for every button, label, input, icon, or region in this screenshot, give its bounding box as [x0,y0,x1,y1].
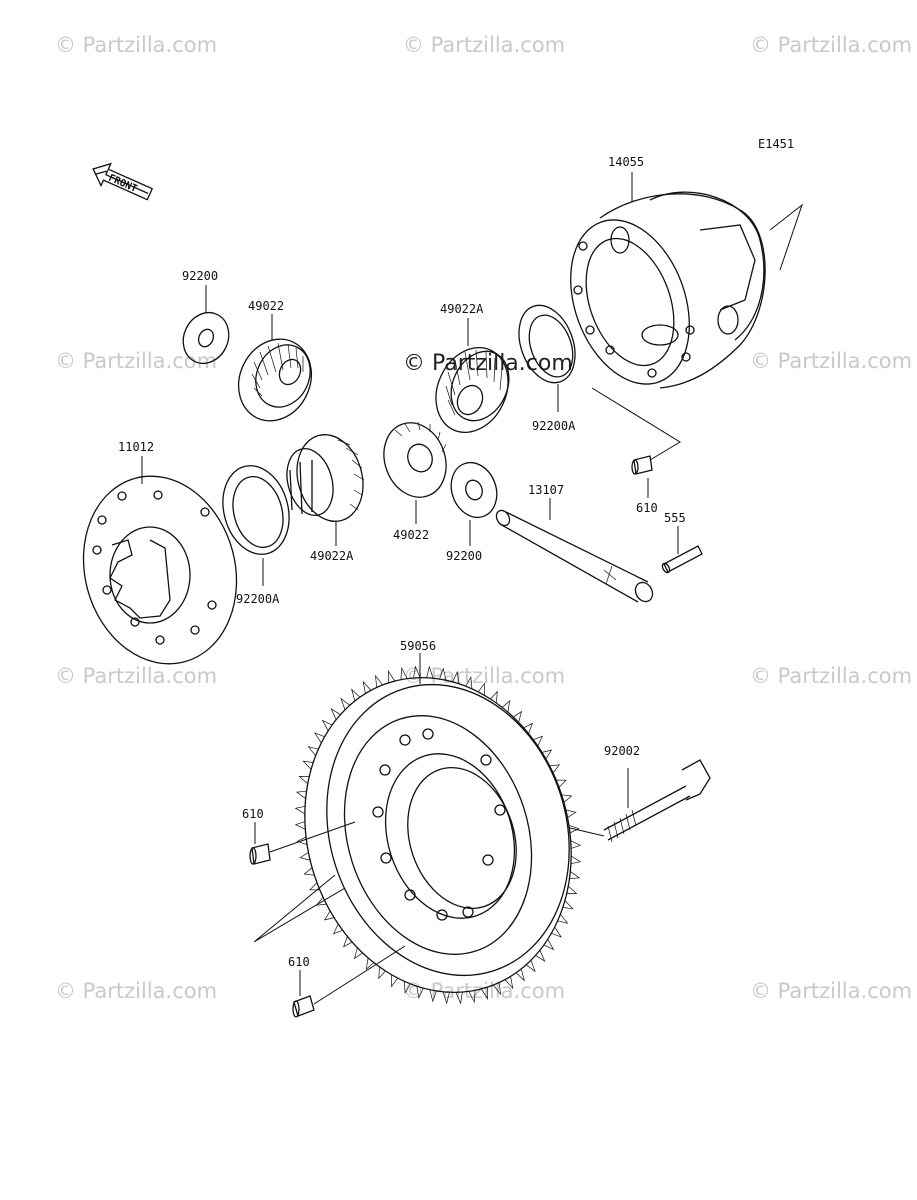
watermark-grid: © Partzilla.com © Partzilla.com © Partzi… [55,33,912,1003]
callout-92200A-right: 92200A [532,419,576,433]
callout-92002: 92002 [604,744,640,758]
callout-13107: 13107 [528,483,564,497]
callout-59056: 59056 [400,639,436,653]
part-92002-bolt [569,759,711,843]
callout-49022-top: 49022 [248,299,284,313]
watermark: © Partzilla.com [55,664,217,688]
callout-49022-mid: 49022 [393,528,429,542]
callout-92200-top: 92200 [182,269,218,283]
callout-92200A-left: 92200A [236,592,280,606]
watermark: © Partzilla.com [403,33,565,57]
diagram-code: E1451 [758,137,794,151]
watermark: © Partzilla.com [750,349,912,373]
part-11012-differential-cover [82,475,238,665]
ring-gear-teeth [294,665,582,1005]
front-arrow-icon: FRONT [92,162,154,201]
callout-14055: 14055 [608,155,644,169]
callout-555: 555 [664,511,686,525]
watermark: © Partzilla.com [750,33,912,57]
part-92200-thrust-washer-top [182,312,230,364]
watermark: © Partzilla.com [55,33,217,57]
watermark: © Partzilla.com [750,979,912,1003]
part-610-dowel-pin-lower [292,945,406,1018]
watermark: © Partzilla.com [55,979,217,1003]
part-49022A-side-gear-mid [286,434,365,522]
callout-49022A-top: 49022A [440,302,484,316]
callout-610-lower: 610 [288,955,310,969]
part-92200A-washer-left [222,465,290,555]
part-610-dowel-pin-upper [591,387,681,475]
part-49022-pinion-gear-top [238,338,312,422]
watermark: © Partzilla.com [750,664,912,688]
watermark-center: © Partzilla.com [403,351,573,376]
watermark: © Partzilla.com [403,979,565,1003]
gear-tooth-outline [294,665,582,1005]
part-59056-ring-gear [253,665,582,1005]
part-14055-differential-case [570,191,804,389]
part-92200-thrust-washer-mid [450,461,498,519]
part-92200A-washer-right [518,304,576,384]
part-555-spring-pin [661,545,703,574]
callout-49022A-mid: 49022A [310,549,354,563]
callout-610-left: 610 [242,807,264,821]
part-49022-pinion-gear-mid [383,421,447,498]
callout-11012: 11012 [118,440,154,454]
callout-610-upper: 610 [636,501,658,515]
part-610-dowel-pin-left [249,821,356,865]
callout-92200-mid: 92200 [446,549,482,563]
part-13107-pinion-shaft [495,509,654,603]
part-49022A-side-gear-top [435,346,510,434]
watermark: © Partzilla.com [55,349,217,373]
